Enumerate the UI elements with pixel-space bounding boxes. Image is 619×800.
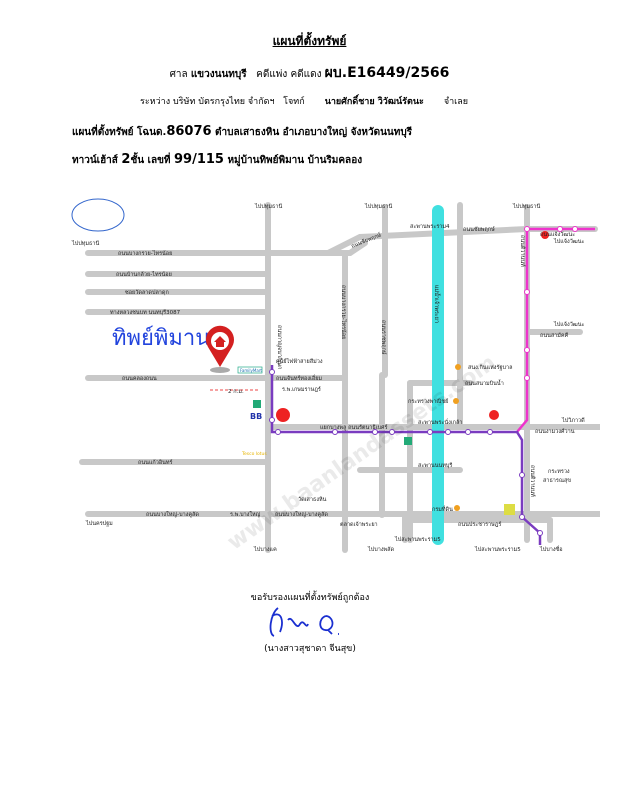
map-label: ไปปทุมธานี — [512, 203, 540, 210]
map-label: ถนนสนามบินน้ำ — [465, 379, 504, 387]
map-label: ไปบางพลัด — [367, 546, 395, 553]
map-label: ถนนติวานนท์ — [519, 235, 526, 267]
parties-line: ระหว่าง บริษัท บัตรกรุงไทย จำกัดฯ โจทก์ … — [140, 94, 468, 108]
map-label: แยกบางพลู ถนนรัตนาธิเบศร์ — [320, 424, 388, 431]
map-label: ทางหลวงชนบท นนทบุรี3087 — [110, 309, 181, 316]
court-prefix: ศาล — [169, 69, 188, 80]
house-number: 99/115 — [174, 152, 224, 167]
defendant-label: จำเลย — [443, 97, 469, 107]
map-label: ถนนแจ้งวัฒนะ — [540, 231, 575, 238]
defendant: นายศักดิ์ชาย วิวัฒน์รัตนะ — [324, 97, 424, 107]
central-logo-icon — [276, 408, 290, 422]
map-label: ถนนประชาราษฎร์ — [458, 521, 501, 528]
familymart-logo-text: FamilyMart — [240, 368, 262, 373]
location-area: ตำบลเสาธงหิน อำเภอบางใหญ่ จังหวัดนนทบุรี — [215, 127, 413, 138]
map-label: ไปวิภาวดี — [561, 417, 585, 424]
map-label: ถนนบ้านกล้วย-ไทรน้อย — [116, 271, 172, 278]
map-label: ถนนราชพฤกษ์ — [380, 320, 387, 355]
purple-line-stations — [269, 369, 543, 536]
seven-eleven-icon — [404, 437, 412, 445]
familymart-logo — [237, 366, 263, 374]
confirmation-text: ขอรับรองแผนที่ตั้งทรัพย์ถูกต้อง — [250, 593, 370, 603]
map-label: สาธารณสุข — [543, 477, 571, 484]
map-label: ตลาดเจ้าพระยา — [340, 521, 378, 528]
map-label: ไปปทุมธานี — [254, 203, 282, 210]
map-label: กรมที่ดิน — [432, 505, 453, 513]
property-type: ทาวน์เฮ้าส์ — [72, 155, 118, 166]
chao-phraya-river — [432, 205, 444, 545]
handwritten-signature — [269, 607, 339, 637]
map-label: ไปแจ้งวัฒนะ — [553, 238, 585, 245]
bb-logo: BB — [250, 412, 262, 421]
map-label: ถนนบางใหญ่-บางคูลัด — [146, 511, 199, 518]
map-label: ถนนงามวงศ์วาน — [535, 428, 575, 435]
case-type: คดีแพ่ง คดีแดง — [256, 69, 322, 80]
map-label: ร.พ.เกษมราษฎร์ — [282, 386, 321, 393]
seven-eleven-icon — [253, 400, 261, 408]
map-label: ไปแจ้งวัฒนะ — [553, 321, 585, 328]
map-label: ไปบางซื่อ — [539, 545, 563, 553]
map-label: ถนนคลองถนน — [122, 376, 157, 382]
map-label: แม่น้ำเจ้าพระยา — [433, 285, 441, 323]
landmark-dots — [453, 364, 461, 511]
page-title: แผนที่ตั้งทรัพย์ — [272, 34, 347, 48]
map-label: ไปนครปฐม — [85, 520, 113, 527]
signature-block: ขอรับรองแผนที่ตั้งทรัพย์ถูกต้อง (นางสาวส… — [230, 590, 390, 655]
map-label: ศูนย์ไฟฟ้าสายสีม่วง — [276, 358, 323, 365]
map-label: วัดเสาธงหิน — [298, 496, 327, 503]
court-line: ศาล แขวงนนทบุรี คดีแพ่ง คดีแดง ผบ.E16449… — [0, 62, 619, 84]
deed-prefix: แผนที่ตั้งทรัพย์ โฉนด. — [72, 127, 167, 138]
central-logo-icon — [541, 231, 549, 239]
map-labels: ไปปทุมธานี ไปปทุมธานี ไปปทุมธานี ไปปทุมธ… — [71, 203, 585, 553]
pink-line-stations — [524, 226, 578, 381]
floors-suffix: ชั้น เลขที่ — [130, 155, 171, 166]
case-number: ผบ.E16449/2566 — [324, 65, 450, 81]
central-logo-icon — [489, 410, 499, 420]
map-label: ถนนบางกรวย-ไทรน้อย — [118, 250, 172, 257]
blank-oval — [71, 198, 125, 232]
map-label: กระทรวง — [548, 469, 570, 475]
location-line: แผนที่ตั้งทรัพย์ โฉนด.86076 ตำบลเสาธงหิน… — [72, 124, 412, 140]
map-label: ไปบางแค — [253, 546, 277, 553]
location-map: ทิพย์พิมาน FamilyMart BB Tesco lotus www… — [71, 198, 600, 555]
map-label: ถนนแก้วอินทร์ — [138, 459, 173, 466]
property-line: ทาวน์เฮ้าส์ 2ชั้น เลขที่ 99/115 หมู่บ้าน… — [72, 152, 362, 168]
map-label: ถนนติวานนท์ — [529, 465, 536, 497]
map-label: ไปสะพานพระราม5 — [394, 536, 441, 543]
map-label: ร.พ.บางใหญ่ — [230, 511, 261, 518]
brand-logos: FamilyMart BB Tesco lotus — [237, 231, 549, 515]
map-label: สนง.กินแห่งรัฐบาล — [468, 364, 512, 371]
map-label: ไปปทุมธานี — [364, 203, 392, 210]
map-label: สะพานพระนั่งเกล้า — [418, 418, 462, 426]
plaintiff-label: โจทก์ — [283, 97, 305, 107]
deed-number: 86076 — [166, 124, 212, 139]
map-label: ถนนสามัคคี — [540, 332, 569, 339]
village-logo: ทิพย์พิมาน — [112, 326, 210, 351]
court-name: แขวงนนทบุรี — [190, 69, 247, 80]
map-label: ถนนบางใหญ่-บางคูลัด — [275, 511, 328, 518]
map-label: ถนนบางกรวย-ไทรน้อย — [340, 285, 347, 339]
map-label: สะพานพระราม4 — [410, 223, 450, 230]
village: หมู่บ้านทิพย์พิมาน บ้านริมคลอง — [227, 155, 363, 166]
signer-name: (นางสาวสุชาดา จีนสุข) — [264, 644, 356, 654]
map-label: ไปปทุมธานี — [71, 240, 99, 247]
map-label: ถนนชัยพฤกษ์ — [463, 226, 495, 233]
map-label: ถนนกาญจนาภิเษก — [276, 325, 283, 370]
map-label: 2 ก.ม. — [228, 389, 244, 395]
plaintiff: ระหว่าง บริษัท บัตรกรุงไทย จำกัดฯ — [140, 97, 275, 107]
property-pin-icon — [206, 325, 234, 373]
bigc-logo-icon — [504, 504, 515, 515]
map-label: ไปสะพานพระราม5 — [474, 546, 521, 553]
map-label: ถนนจันทร์ทองเอี่ยม — [276, 374, 322, 382]
floors: 2 — [121, 152, 131, 167]
map-label: ซอยวัดลาดปลาดุก — [125, 289, 169, 296]
map-label: กระทรวงพาณิชย์ — [408, 398, 448, 405]
tesco-lotus-logo: Tesco lotus — [241, 451, 267, 457]
map-label: สะพานนนทบุรี — [418, 462, 452, 469]
